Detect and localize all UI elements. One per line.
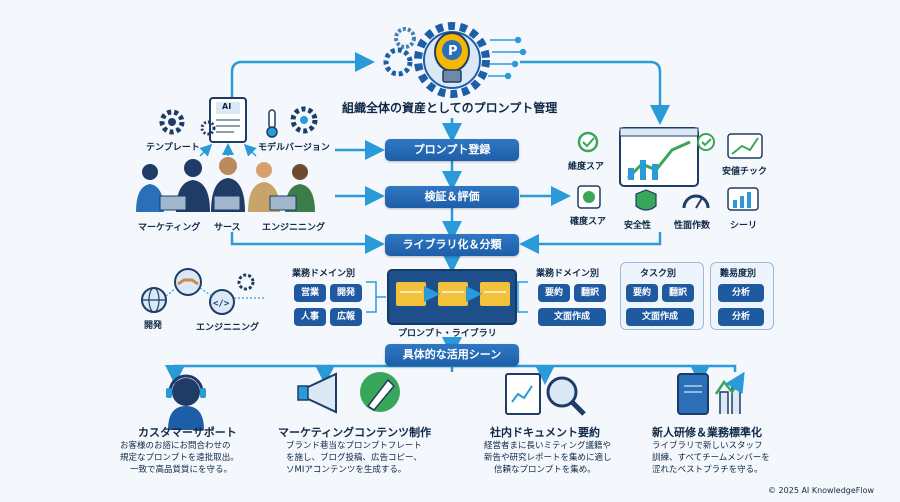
- document-icon: [200, 97, 247, 143]
- bulb-gear-icon: P: [383, 22, 527, 98]
- difficulty-tag-0: 分析: [718, 284, 764, 302]
- model-gear-icon: [290, 106, 318, 134]
- use-case-line: ソMIアコンテンツを生成する。: [286, 465, 407, 475]
- dev-label: 開発: [144, 321, 163, 331]
- use-case-line: 訓練、すべてチームメンバーを: [652, 453, 770, 463]
- pen-icon: [360, 372, 400, 412]
- thermometer-icon: [266, 109, 278, 138]
- use-case-line: 新告や研究レポートを集めに適し: [484, 453, 612, 463]
- domain-right-tag-2: 文面作成: [538, 308, 606, 326]
- library-label: プロンプト・ライブラリ: [398, 329, 497, 339]
- brackets: [366, 281, 528, 313]
- difficulty-heading: 難易度別: [720, 269, 757, 279]
- domain-tag-sales: 営業: [294, 284, 326, 302]
- use-case-line: 規定なプロンプトを遠批取出。: [120, 453, 239, 463]
- use-case-line: ライブラリで新しいスタッフ: [652, 441, 763, 451]
- evaluation-dashboard: [577, 127, 763, 211]
- use-case-title-summary: 社内ドキュメント要約: [490, 426, 600, 439]
- use-case-title-marketing: マーケティングコンテンツ制作: [278, 426, 432, 439]
- team-label-engineering: エンジニニング: [262, 223, 326, 233]
- engineering-label: エンジニニング: [196, 323, 260, 333]
- book-growth-icon: [677, 371, 745, 415]
- svg-text:P: P: [448, 44, 458, 59]
- task-heading: タスク別: [640, 269, 677, 279]
- eval-label-3: 安全性: [624, 221, 652, 231]
- use-case-line: を施し、ブログ投稿、広告コピー、: [286, 453, 422, 463]
- task-tag-2: 文面作成: [626, 308, 694, 326]
- use-case-line: お客様のお諮にお問合わせの: [120, 441, 231, 451]
- step-register: プロンプト登録: [385, 139, 519, 161]
- copyright: © 2025 AI KnowledgeFlow: [768, 486, 875, 495]
- domain-right-tag-1: 翻訳: [574, 284, 606, 302]
- use-case-line: 一致で高品質質にを守る。: [130, 465, 233, 475]
- report-search-icon: [505, 373, 586, 416]
- task-tag-1: 翻訳: [662, 284, 694, 302]
- domain-left-heading: 業務ドメイン別: [292, 269, 356, 279]
- domain-right-tag-0: 要約: [538, 284, 570, 302]
- library-panel: [387, 269, 517, 325]
- diagram-title: 組織全体の資産としてのプロンプト管理: [342, 101, 558, 115]
- eval-label-2: 確度スア: [570, 217, 607, 227]
- domain-tag-dev: 開発: [330, 284, 362, 302]
- use-case-line: 経営者まに長いミティング議籍や: [484, 441, 611, 451]
- use-case-line: ブランド巷当なプロンプトフレート: [286, 441, 422, 451]
- use-case-title-support: カスタマーサポート: [138, 426, 237, 439]
- gear-icon: [159, 109, 185, 135]
- eval-label-4: 性面作数: [674, 221, 711, 231]
- use-case-line: 信頼なプロンプトを集め。: [494, 465, 596, 475]
- team-label-marketing: マーケティング: [138, 223, 201, 233]
- eval-label-0: 維度スア: [568, 162, 605, 172]
- domain-tag-hr: 人事: [294, 308, 326, 326]
- eval-label-5: シーリ: [730, 221, 758, 231]
- megaphone-icon: [297, 372, 337, 414]
- use-case-line: 涩れたベストプラチを守る。: [652, 465, 763, 475]
- step-use-cases: 具体的な活用シーン: [385, 344, 519, 366]
- svg-text:</>: </>: [213, 299, 230, 309]
- team-label-sales: サース: [214, 223, 241, 233]
- use-case-title-training: 新人研修＆業務標準化: [652, 426, 762, 439]
- domain-tag-pr: 広報: [330, 308, 362, 326]
- network-icons: </>: [141, 268, 265, 315]
- difficulty-tag-1: 分析: [718, 308, 764, 326]
- task-tag-0: 要約: [626, 284, 658, 302]
- flow-arrows: [165, 52, 737, 385]
- headset-icon: [166, 374, 206, 430]
- step-validate: 検証＆評価: [385, 186, 519, 208]
- team-people: [136, 143, 315, 212]
- template-label: テンプレート: [146, 143, 200, 153]
- doc-icon-label: AI: [222, 102, 232, 111]
- eval-label-1: 安値チック: [722, 167, 768, 177]
- domain-right-heading: 業務ドメイン別: [536, 269, 600, 279]
- step-library: ライブラリ化＆分類: [385, 234, 519, 256]
- model-version-label: モデルバージョン: [258, 143, 330, 153]
